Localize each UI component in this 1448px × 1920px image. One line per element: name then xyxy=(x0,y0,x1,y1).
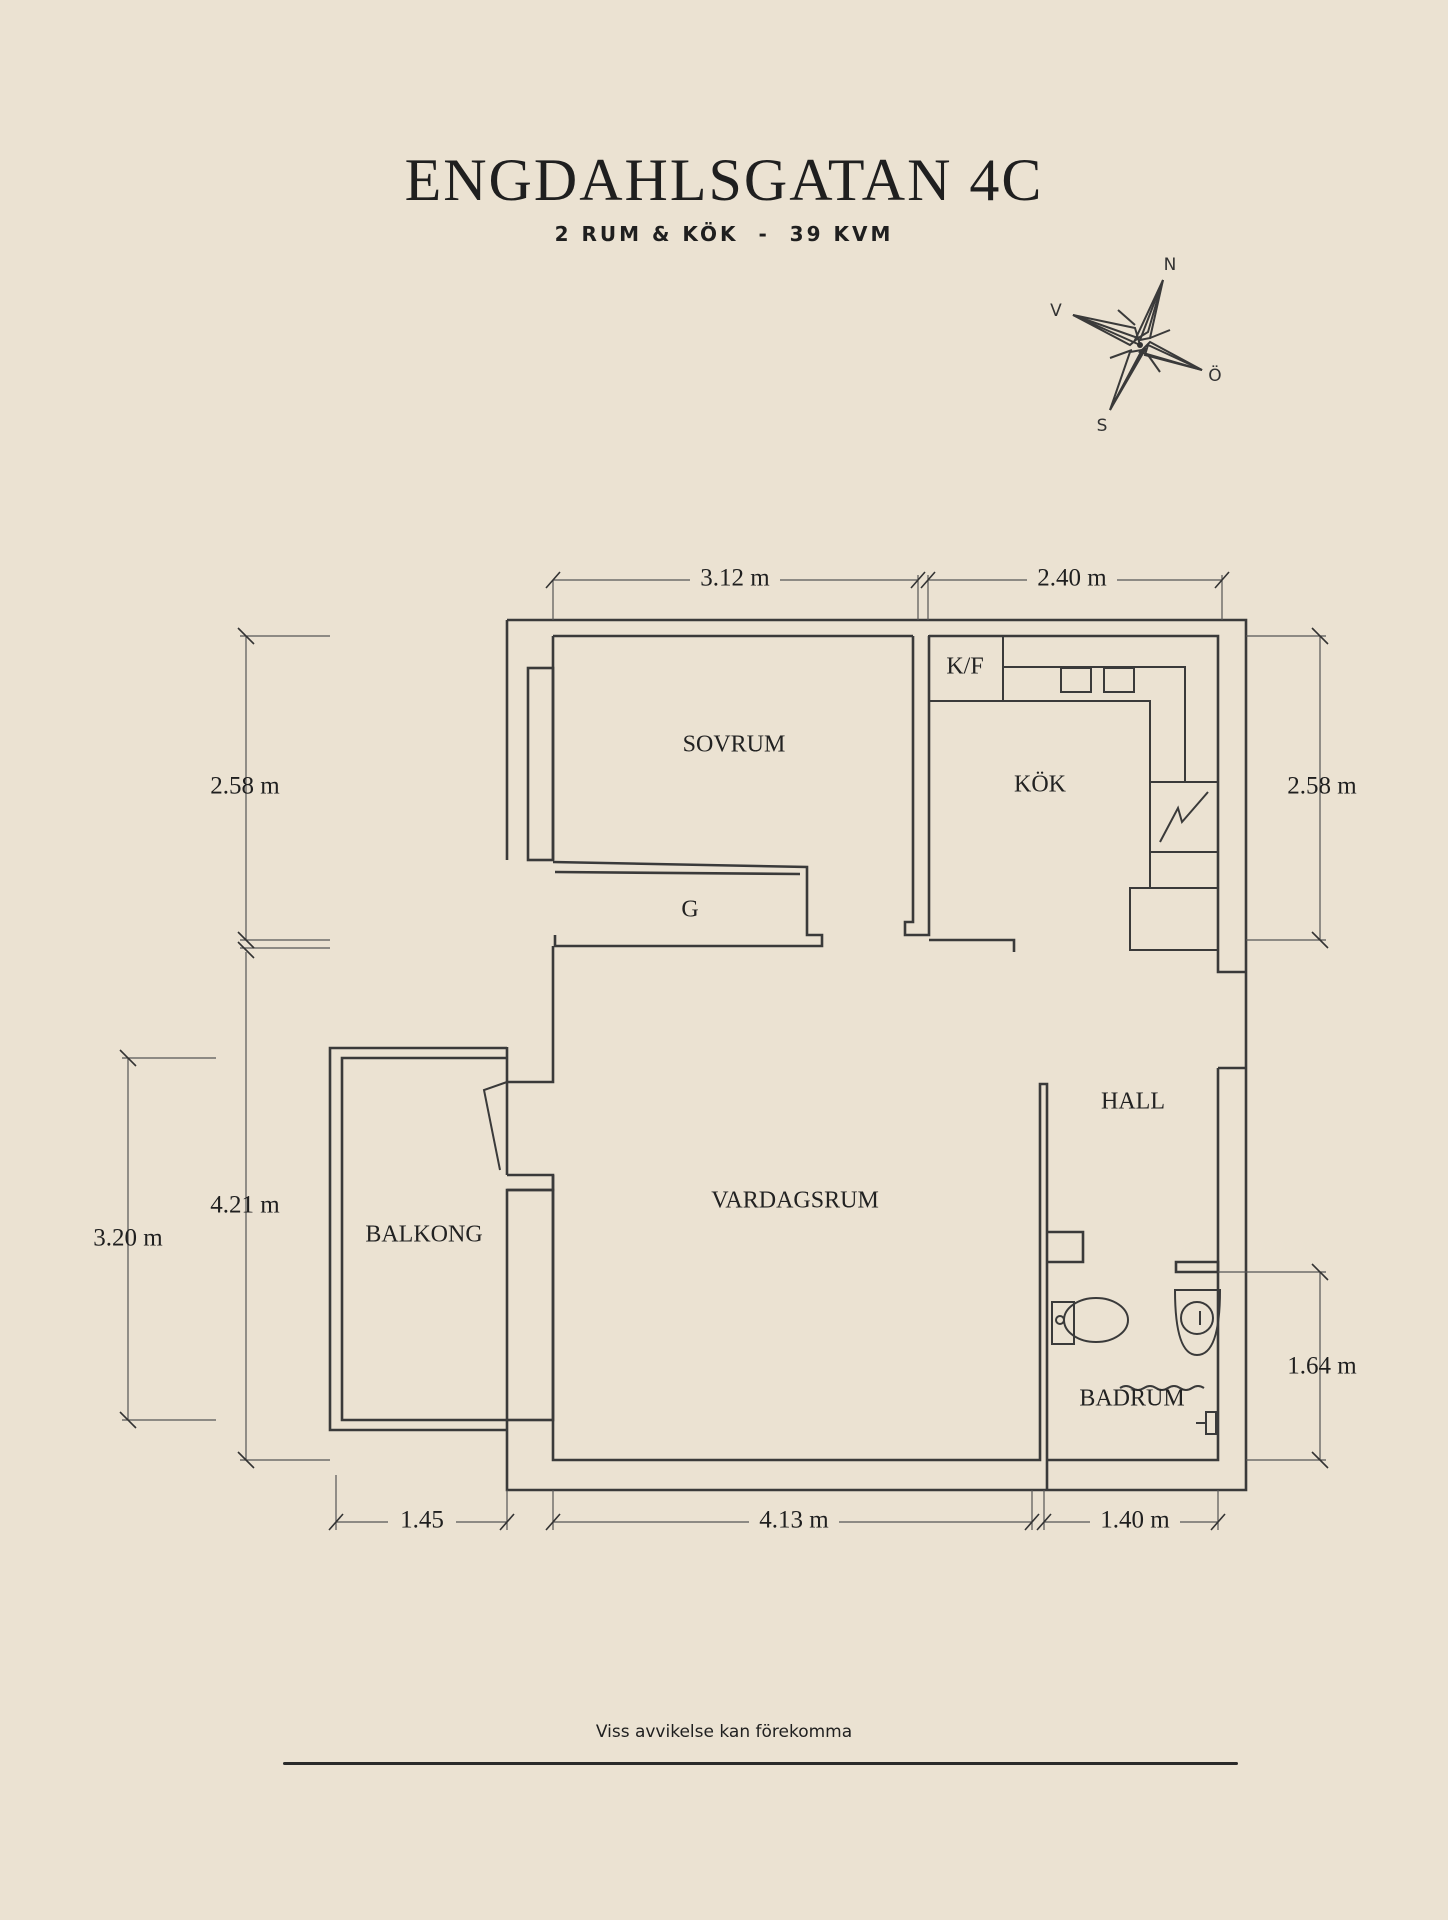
dim-bottom-middle: 4.13 m xyxy=(759,1507,829,1534)
dim-right-upper: 2.58 m xyxy=(1287,773,1357,800)
dim-top-right: 2.40 m xyxy=(1037,565,1107,592)
dim-bottom-right: 1.40 m xyxy=(1100,1507,1170,1534)
room-badrum: BADRUM xyxy=(1079,1386,1184,1412)
compass-west-label: V xyxy=(1050,301,1062,321)
room-kf: K/F xyxy=(946,654,983,680)
compass-east-label: Ö xyxy=(1208,364,1221,386)
dim-left-upper: 2.58 m xyxy=(210,773,280,800)
dim-balcony-height: 3.20 m xyxy=(93,1225,163,1252)
footer-divider xyxy=(283,1762,1238,1765)
dim-left-lower: 4.21 m xyxy=(210,1192,280,1219)
compass-rose-icon xyxy=(1072,279,1203,411)
room-balkong: BALKONG xyxy=(365,1222,482,1248)
disclaimer-text: Viss avvikelse kan förekomma xyxy=(595,1722,853,1742)
dimension-lines xyxy=(119,571,1329,1531)
room-vardagsrum: VARDAGSRUM xyxy=(711,1188,879,1214)
walls xyxy=(328,618,1248,1492)
compass-south-label: S xyxy=(1097,416,1108,436)
room-sovrum: SOVRUM xyxy=(683,732,786,758)
room-garderob: G xyxy=(681,897,698,923)
page-title: ENGDAHLSGATAN 4C xyxy=(404,147,1044,213)
room-kok: KÖK xyxy=(1014,772,1067,798)
page-subtitle: 2 RUM & KÖK - 39 KVM xyxy=(554,222,894,246)
dim-top-left: 3.12 m xyxy=(700,565,770,592)
dim-right-lower: 1.64 m xyxy=(1287,1353,1357,1380)
room-hall: HALL xyxy=(1101,1089,1165,1115)
dim-bottom-balcony: 1.45 xyxy=(400,1507,444,1534)
kitchen-fixtures xyxy=(928,635,1219,951)
bathroom-fixtures xyxy=(1051,1289,1222,1435)
compass-north-label: N xyxy=(1164,255,1177,275)
